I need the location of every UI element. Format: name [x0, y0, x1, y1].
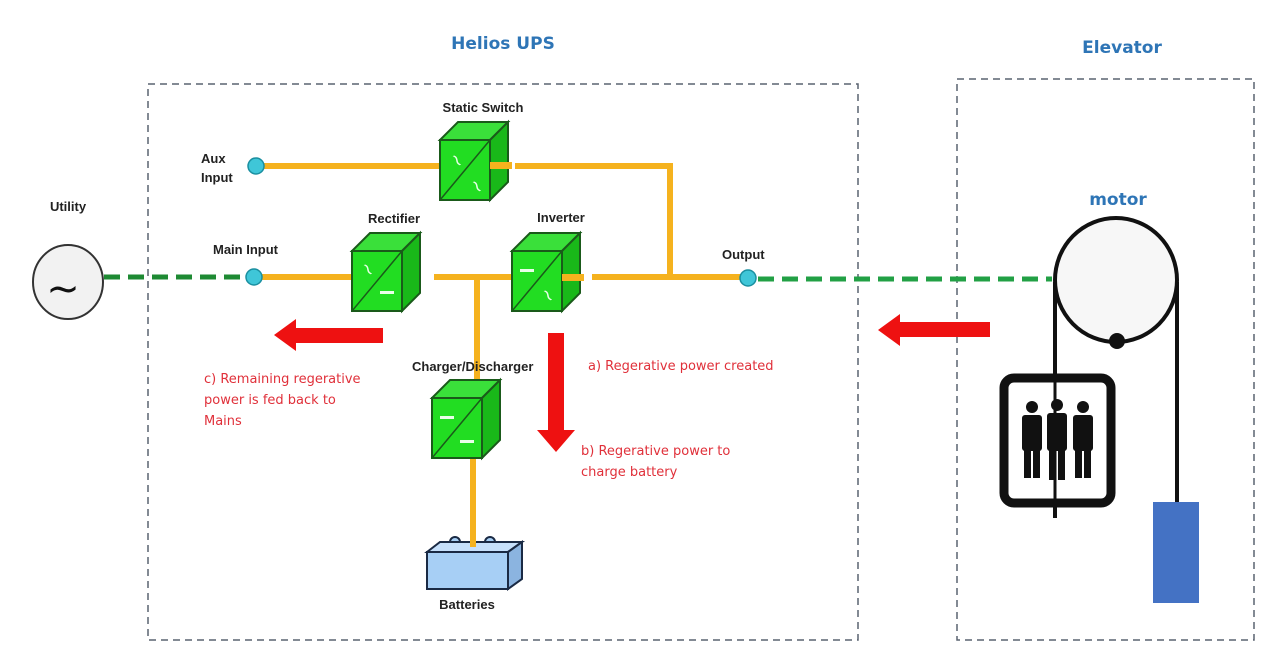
motor-pulley-icon: [1053, 216, 1179, 344]
elevator-title: Elevator: [1082, 38, 1162, 58]
inverter-label: Inverter: [537, 210, 585, 225]
charger-label: Charger/Discharger: [412, 359, 533, 374]
output-node: [739, 269, 757, 287]
utility-label: Utility: [50, 199, 87, 214]
note-c-line1: c) Remaining regerative: [204, 372, 361, 387]
battery-icon: [424, 536, 526, 591]
inverter-module: ~: [509, 230, 584, 314]
note-c-line2: power is fed back to: [204, 393, 336, 408]
motor-label: motor: [1089, 190, 1147, 210]
dc-symbol-icon: [380, 291, 394, 294]
utility-source-icon: [32, 244, 104, 320]
static-switch-module: ~ ~: [437, 119, 512, 203]
ups-title: Helios UPS: [451, 34, 555, 54]
pulley-axle-icon: [1109, 333, 1125, 349]
connector: [490, 162, 512, 169]
note-b-line2: charge battery: [581, 465, 678, 480]
rectifier-label: Rectifier: [368, 211, 420, 226]
dc-symbol-icon: [460, 440, 474, 443]
aux-input-label-1: Aux: [201, 151, 226, 166]
main-input-node: [245, 268, 263, 286]
connector: [562, 274, 584, 281]
note-b-line1: b) Regerative power to: [581, 444, 730, 459]
arrow-from-motor: [878, 314, 990, 346]
rectifier-module: ~: [349, 230, 423, 314]
elevator-car-icon: [999, 373, 1116, 508]
output-label: Output: [722, 247, 765, 262]
counterweight-icon: [1153, 502, 1199, 603]
main-input-label: Main Input: [213, 242, 279, 257]
arrow-to-mains: [274, 319, 383, 351]
power-bus: [256, 163, 745, 548]
arrow-to-battery: [537, 333, 575, 452]
ac-wave-icon: ~: [46, 266, 80, 312]
note-c-line3: Mains: [204, 414, 242, 429]
ups-boundary: [147, 83, 859, 641]
dc-symbol-icon: [520, 269, 534, 272]
passengers-icon: [1022, 399, 1093, 480]
note-a: a) Regerative power created: [588, 359, 774, 374]
charger-module: [429, 377, 503, 461]
dc-symbol-icon: [440, 416, 454, 419]
aux-input-label-2: Input: [201, 170, 233, 185]
batteries-label: Batteries: [439, 597, 495, 612]
static-switch-label: Static Switch: [443, 100, 524, 115]
elevator-boundary: [956, 78, 1255, 641]
aux-input-node: [247, 157, 265, 175]
